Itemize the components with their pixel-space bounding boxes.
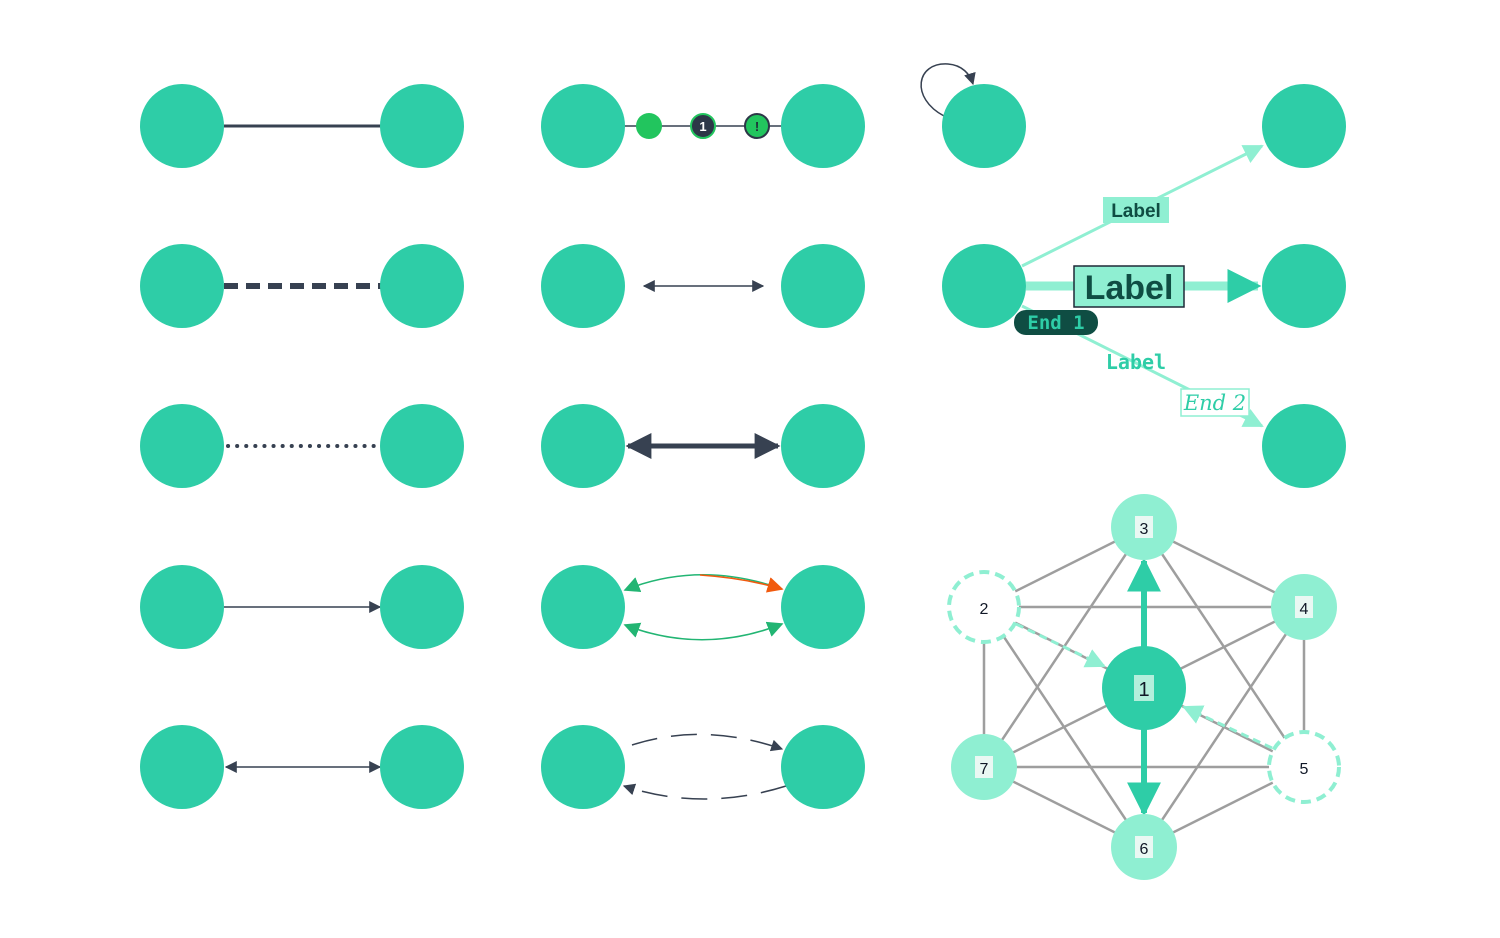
graph-node-4[interactable]: 4 <box>1271 574 1337 640</box>
edge-example-dotted <box>140 404 464 488</box>
node[interactable] <box>541 244 625 328</box>
node[interactable] <box>380 565 464 649</box>
edge-example-curved-dashed <box>541 725 865 809</box>
graph-node-6[interactable]: 6 <box>1111 814 1177 880</box>
edge-label-middle-bg <box>1073 265 1185 308</box>
graph-node-3-label: 3 <box>1140 521 1149 538</box>
edge-example-arrow <box>140 565 464 649</box>
node[interactable] <box>140 244 224 328</box>
marker-dot-green <box>636 113 662 139</box>
node[interactable] <box>1262 84 1346 168</box>
edge-example-markers: 1 ! <box>541 84 865 168</box>
graph-node-5-label: 5 <box>1300 761 1309 778</box>
edge-label-lower: Label <box>1106 350 1166 374</box>
marker-warning-label: ! <box>755 119 759 134</box>
node[interactable] <box>942 84 1026 168</box>
graph-node-1[interactable]: 1 <box>1102 646 1186 730</box>
graph-node-7[interactable]: 7 <box>951 734 1017 800</box>
edge-example-dashed <box>140 244 464 328</box>
edge-example-short-double-arrow <box>541 244 865 328</box>
node[interactable] <box>1262 244 1346 328</box>
node[interactable] <box>140 404 224 488</box>
node[interactable] <box>781 565 865 649</box>
node[interactable] <box>380 404 464 488</box>
graph-node-2-label: 2 <box>980 601 989 618</box>
edge-label-end2: End 2 <box>1183 391 1246 415</box>
edge-label-middle: Label <box>1085 269 1174 307</box>
graph-node-6-label: 6 <box>1140 841 1149 858</box>
node[interactable] <box>541 565 625 649</box>
node[interactable] <box>140 565 224 649</box>
node[interactable] <box>140 725 224 809</box>
edge-example-self-loop <box>920 63 1026 168</box>
edge-example-curved-colored <box>541 565 865 649</box>
graph-node-4-label: 4 <box>1300 601 1309 618</box>
edge-label-end1-bg <box>1014 310 1098 335</box>
arrow-5-to-center <box>1182 705 1273 750</box>
edge-example-double-arrow <box>140 725 464 809</box>
node[interactable] <box>380 725 464 809</box>
node[interactable] <box>942 244 1026 328</box>
node[interactable] <box>541 404 625 488</box>
graph-node-1-label: 1 <box>1138 679 1149 701</box>
graph-node-2[interactable]: 2 <box>947 570 1021 644</box>
edge-example-labeled: Label Label End 1 Label End 2 <box>942 84 1346 488</box>
node[interactable] <box>140 84 224 168</box>
node[interactable] <box>380 244 464 328</box>
marker-warning <box>744 113 770 139</box>
edge-example-thick-double-arrow <box>541 404 865 488</box>
graph-node-5[interactable]: 5 <box>1267 730 1341 804</box>
graph-node-3[interactable]: 3 <box>1111 494 1177 560</box>
arrow-2-to-center <box>1015 622 1106 668</box>
graph-node-7-label: 7 <box>980 761 989 778</box>
edge-label-upper-bg <box>1103 197 1169 223</box>
node[interactable] <box>380 84 464 168</box>
edge-label-end1: End 1 <box>1027 312 1084 334</box>
node[interactable] <box>781 725 865 809</box>
node[interactable] <box>781 84 865 168</box>
edge-example-solid <box>140 84 464 168</box>
hexagon-graph: 3 4 5 6 7 2 1 <box>947 494 1341 880</box>
edge-label-upper: Label <box>1111 201 1161 222</box>
node[interactable] <box>781 404 865 488</box>
marker-numbered-label: 1 <box>699 119 706 134</box>
node[interactable] <box>1262 404 1346 488</box>
node[interactable] <box>541 84 625 168</box>
edge-label-end2-bg <box>1180 388 1250 417</box>
node[interactable] <box>541 725 625 809</box>
marker-numbered <box>690 113 716 139</box>
node[interactable] <box>781 244 865 328</box>
